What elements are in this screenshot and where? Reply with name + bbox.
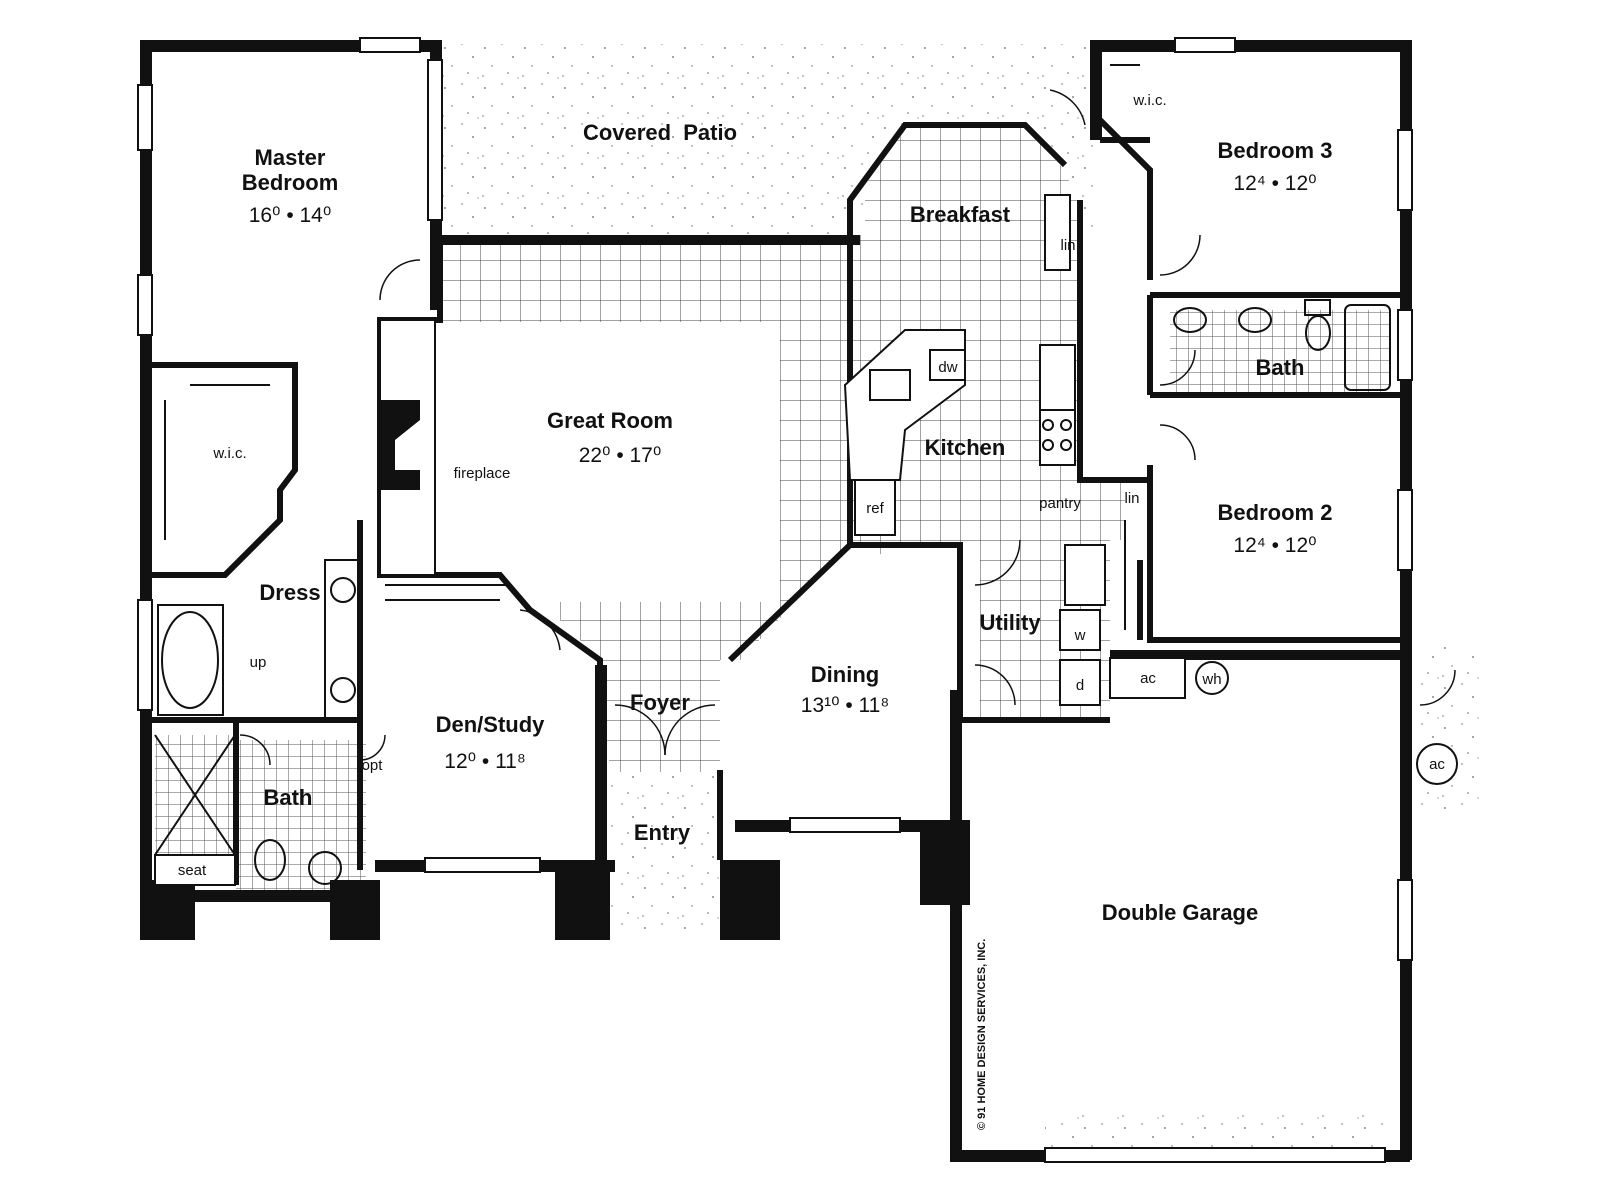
bedroom-2-dims: 12⁴ • 12⁰: [1233, 534, 1316, 557]
washer-label: w: [1074, 627, 1086, 644]
bath-fixtures: [154, 299, 1391, 886]
lin-upper-label: lin: [1060, 237, 1075, 254]
closet-shelving: [164, 64, 1140, 630]
bath-master-label: Bath: [264, 785, 313, 810]
lin-lower-label: lin: [1124, 490, 1139, 507]
pantry-label: pantry: [1039, 495, 1081, 512]
bedroom-3-dims: 12⁴ • 12⁰: [1233, 172, 1316, 195]
den-study-dims: 12⁰ • 11⁸: [444, 750, 525, 773]
ac-garage-label: ac: [1140, 670, 1156, 687]
ac-outside-label: ac: [1429, 756, 1445, 773]
dress-label: Dress: [259, 580, 320, 605]
dining-room: Dining 13¹⁰ • 11⁸: [801, 662, 889, 717]
fireplace-block: [378, 319, 436, 576]
master-bedroom-dims: 16⁰ • 14⁰: [249, 204, 332, 227]
great-room-dims: 22⁰ • 17⁰: [579, 444, 662, 467]
master-bedroom-label-line1: Master: [255, 145, 326, 170]
bedroom-3-room: Bedroom 3 12⁴ • 12⁰: [1218, 138, 1333, 195]
entry-label: Entry: [634, 820, 691, 845]
fireplace-label: fireplace: [454, 465, 511, 482]
kitchen-label: Kitchen: [925, 435, 1006, 460]
den-study-label: Den/Study: [436, 712, 546, 737]
opt-label: opt: [362, 757, 384, 774]
water-heater-label: wh: [1201, 671, 1221, 688]
doors: [239, 89, 1456, 766]
master-bedroom-room: Master Bedroom 16⁰ • 14⁰: [242, 145, 339, 227]
dining-dims: 13¹⁰ • 11⁸: [801, 694, 889, 717]
bath-upper-label: Bath: [1256, 355, 1305, 380]
dw-label: dw: [938, 359, 957, 376]
copyright-text: © 91 HOME DESIGN SERVICES, INC.: [976, 939, 988, 1130]
master-bedroom-label-line2: Bedroom: [242, 170, 339, 195]
ref-label: ref: [866, 500, 884, 517]
covered-patio-label: Covered Patio: [583, 120, 737, 145]
foyer-label: Foyer: [630, 690, 690, 715]
interior-walls: [152, 117, 1400, 885]
dining-label: Dining: [811, 662, 879, 687]
wic-bed3-label: w.i.c.: [1132, 92, 1166, 109]
windows: [137, 37, 1413, 1163]
great-room: Great Room 22⁰ • 17⁰: [547, 408, 673, 467]
den-study-room: Den/Study 12⁰ • 11⁸: [436, 712, 546, 773]
bedroom-2-room: Bedroom 2 12⁴ • 12⁰: [1218, 500, 1333, 557]
kitchen-fixtures: [843, 194, 1458, 785]
utility-label: Utility: [979, 610, 1041, 635]
up-label: up: [250, 654, 267, 671]
wic-master-label: w.i.c.: [212, 445, 246, 462]
dryer-label: d: [1076, 677, 1084, 694]
bedroom-2-label: Bedroom 2: [1218, 500, 1333, 525]
tiled-floor: [155, 125, 1390, 895]
seat-label: seat: [178, 862, 207, 879]
double-garage-label: Double Garage: [1102, 900, 1258, 925]
great-room-label: Great Room: [547, 408, 673, 433]
breakfast-label: Breakfast: [910, 202, 1011, 227]
bedroom-3-label: Bedroom 3: [1218, 138, 1333, 163]
